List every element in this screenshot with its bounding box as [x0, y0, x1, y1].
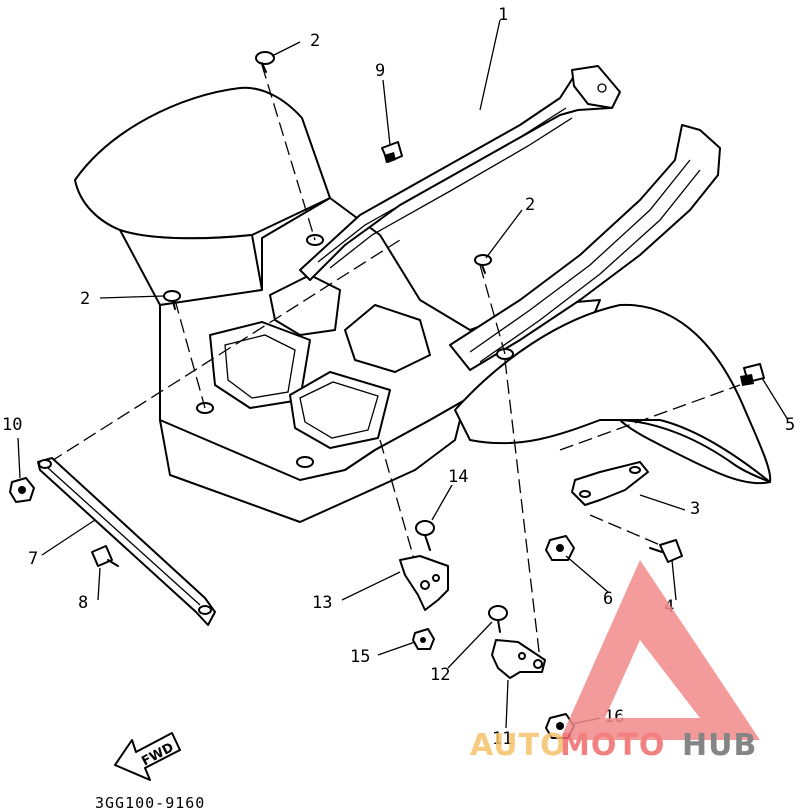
- callout-2: 2: [80, 289, 90, 309]
- fender-right-wing: [454, 303, 772, 483]
- callout-13: 13: [312, 593, 332, 613]
- callout-leaders: [17, 19, 789, 729]
- callout-15: 15: [350, 647, 370, 667]
- nut-6: [545, 535, 575, 561]
- watermark-moto: MOTO: [560, 728, 665, 763]
- fender-left-wing: [74, 86, 331, 240]
- callout-7: 7: [28, 549, 38, 569]
- bracket-3: [571, 461, 649, 506]
- bolt-4: [649, 539, 683, 563]
- small-parts: [9, 51, 765, 739]
- rail-end-cap: [571, 65, 621, 109]
- watermark-hub: HUB: [682, 728, 757, 763]
- bolt-14: [415, 520, 435, 551]
- callout-1: 1: [498, 5, 508, 25]
- fender-right-drop: [619, 419, 771, 485]
- callout-12: 12: [430, 665, 450, 685]
- part-code: 3GG100-9160: [95, 794, 205, 811]
- bolt-12: [488, 605, 508, 633]
- watermark-triangle-icon: [560, 560, 760, 740]
- callout-8: 8: [78, 593, 88, 613]
- callout-14: 14: [448, 467, 468, 487]
- bolt-9: [381, 141, 403, 163]
- bracket-13: [399, 555, 449, 611]
- rear-rail: [449, 124, 721, 371]
- callout-6: 6: [603, 589, 613, 609]
- bracket-11: [491, 639, 546, 679]
- screw-2-mid: [474, 254, 492, 274]
- callout-9: 9: [375, 61, 385, 81]
- nut-10: [9, 477, 35, 503]
- bolt-5: [740, 363, 765, 386]
- bolt-8: [91, 545, 119, 567]
- screw-2-top: [255, 51, 275, 73]
- callout-10: 10: [2, 415, 22, 435]
- nut-15: [412, 628, 435, 650]
- callout-11: 11: [492, 729, 512, 749]
- callout-5: 5: [785, 415, 795, 435]
- dashed-leaders: [49, 64, 741, 661]
- callout-2: 2: [525, 195, 535, 215]
- pocket-mid: [344, 304, 431, 373]
- stay-7: [37, 457, 216, 626]
- fwd-arrow: FWD: [114, 732, 181, 781]
- callout-3: 3: [690, 499, 700, 519]
- watermark-auto: AUTO: [470, 728, 567, 763]
- watermark: AUTO MOTO HUB: [470, 560, 760, 763]
- callout-2: 2: [310, 31, 320, 51]
